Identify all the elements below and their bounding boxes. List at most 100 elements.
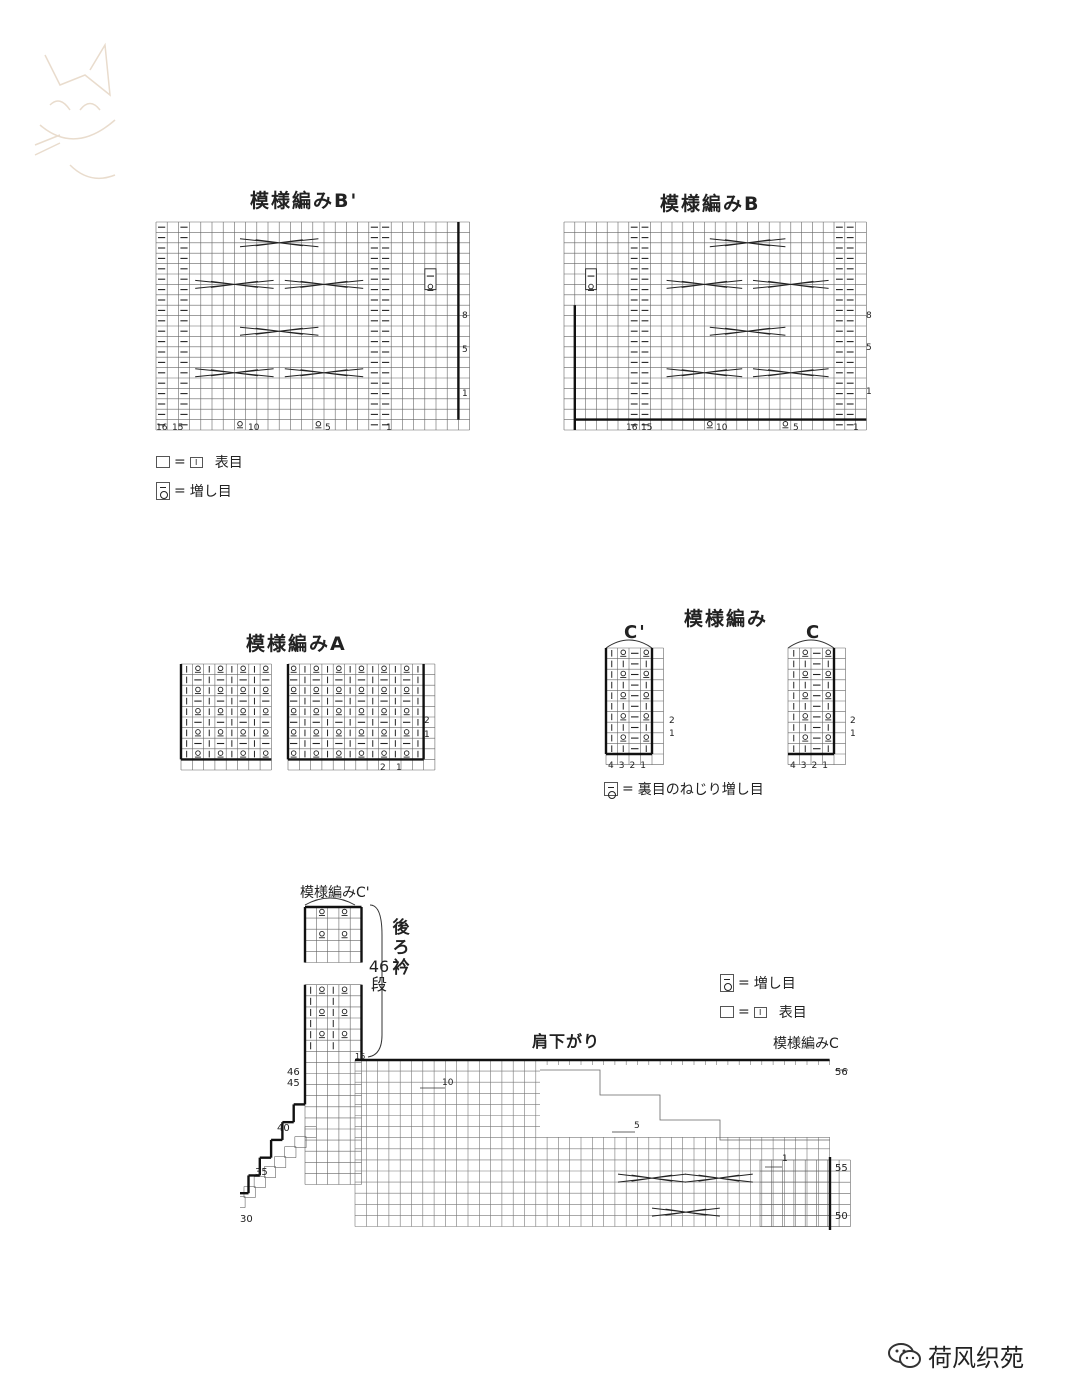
twist-increase-icon (217, 686, 224, 693)
wechat-icon (888, 1342, 921, 1368)
main-legend-knit-symbol: I (753, 1006, 767, 1018)
twist-increase-icon (313, 750, 319, 756)
chart-c-row-2: 2 (850, 716, 856, 726)
twist-increase-icon (381, 750, 387, 756)
twist-increase-icon (262, 707, 269, 714)
twist-increase-icon (336, 750, 342, 756)
chart-b-col-16: 16 (626, 423, 638, 433)
chart-c-group-title: 模様編み (684, 608, 769, 630)
twist-increase-icon (290, 665, 297, 672)
main-shoulder-chart (240, 897, 851, 1230)
chart-c-col-1: 1 (822, 761, 833, 771)
twist-increase-icon (313, 707, 319, 714)
purl-twist-increase-icon (604, 782, 618, 799)
legend-knit-blank-cell (156, 456, 170, 468)
twist-increase-icon (707, 421, 713, 427)
shoulder-slope-label: 肩下がり (532, 1032, 601, 1051)
twist-increase-icon (319, 931, 325, 937)
twist-increase-icon (620, 649, 627, 656)
twist-increase-icon (217, 665, 224, 672)
stair-mask (540, 1065, 830, 1137)
main-pattern-c-prime-label: 模様編みC' (300, 885, 370, 901)
cable-cross-icon (666, 279, 743, 289)
twist-increase-icon (217, 729, 224, 735)
main-legend-increase-equals: = (738, 975, 750, 991)
twist-increase-icon (341, 908, 348, 915)
pattern-bracket (605, 639, 653, 649)
twist-increase-icon (319, 1030, 325, 1037)
main-legend-increase-text: 増し目 (753, 976, 796, 992)
twist-increase-icon (825, 691, 832, 698)
chart-c-row-1: 1 (850, 729, 856, 739)
twist-increase-icon (262, 729, 269, 735)
twist-increase-icon (195, 729, 201, 735)
main-pattern-c-label: 模様編みC (773, 1036, 839, 1052)
twist-increase-icon (341, 1008, 348, 1015)
chart-b-col-15: 15 (641, 423, 653, 433)
twist-increase-icon (802, 734, 809, 740)
twist-increase-icon (643, 670, 650, 677)
legend-increase-equals: = (174, 483, 186, 499)
chart-c (787, 639, 846, 765)
twist-increase-icon (643, 734, 650, 740)
twist-increase-icon (358, 665, 365, 672)
shoulder-stair-line (540, 1069, 830, 1141)
twist-increase-icon (319, 1008, 325, 1015)
increase-mark-icon (424, 268, 437, 291)
twist-increase-icon (195, 707, 201, 714)
chart-c-col-3: 3 (800, 761, 812, 771)
twist-increase-icon (341, 986, 348, 992)
chart-c-prime-row-1: 1 (669, 729, 675, 739)
main-row-30: 30 (240, 1214, 253, 1225)
chart-b-prime-row-1: 1 (462, 389, 468, 399)
cable-cross-icon (651, 1207, 720, 1217)
increase-mark-icon (585, 268, 597, 291)
twist-increase-icon (358, 707, 365, 714)
cable-cross-icon (195, 368, 274, 378)
cable-cross-icon (752, 279, 829, 289)
chart-a (179, 663, 436, 771)
cable-cross-icon (284, 279, 364, 289)
cat-sketch-icon (34, 42, 116, 180)
cable-cross-icon (284, 368, 364, 378)
twist-increase-icon (290, 686, 297, 693)
chart-c-prime-row-2: 2 (669, 716, 675, 726)
twist-increase-icon (336, 707, 342, 714)
legend-increase-text: 増し目 (189, 484, 232, 500)
chart-b-col-1: 1 (853, 423, 859, 433)
twist-increase-icon (319, 986, 325, 992)
twist-increase-icon (336, 686, 342, 693)
chart-c-prime-label: C' (624, 622, 647, 643)
twist-increase-icon (195, 750, 201, 756)
main-row-40: 40 (277, 1123, 290, 1134)
twist-increase-icon (403, 686, 410, 693)
chart-b-prime-col-1: 1 (386, 423, 392, 433)
chart-a-row-1: 1 (424, 730, 430, 740)
twist-increase-icon (403, 729, 410, 735)
chart-b (563, 221, 867, 431)
twist-increase-icon (802, 670, 809, 677)
twist-increase-icon (341, 1030, 348, 1037)
legend-knit-equals: = (174, 454, 186, 470)
twist-increase-icon (381, 665, 387, 672)
cable-cross-icon (684, 1173, 753, 1183)
chart-b-prime-col-15: 15 (172, 423, 184, 433)
twist-increase-icon (802, 713, 809, 719)
chart-b-prime-row-5: 5 (462, 345, 468, 355)
main-row-55: 55 (835, 1163, 848, 1174)
twist-increase-icon (195, 686, 201, 693)
cable-cross-icon (617, 1173, 686, 1183)
twist-increase-icon (427, 283, 434, 290)
twist-increase-icon (262, 665, 269, 672)
twist-increase-icon (358, 750, 365, 756)
chart-c-prime-col-1: 1 (640, 761, 651, 771)
chart-b-row-1: 1 (866, 387, 872, 397)
main-increase-symbol-icon (720, 974, 734, 992)
chart-c-col-numbers: 4321 (790, 761, 833, 771)
twist-increase-icon (643, 649, 650, 656)
twist-increase-icon (290, 707, 297, 714)
twist-increase-icon (643, 713, 650, 719)
twist-increase-icon (341, 931, 348, 937)
back-collar-label: 後ろ衿 (392, 918, 410, 978)
legend-purl-twist-increase: = 裏目のねじり増し目 (604, 779, 764, 799)
